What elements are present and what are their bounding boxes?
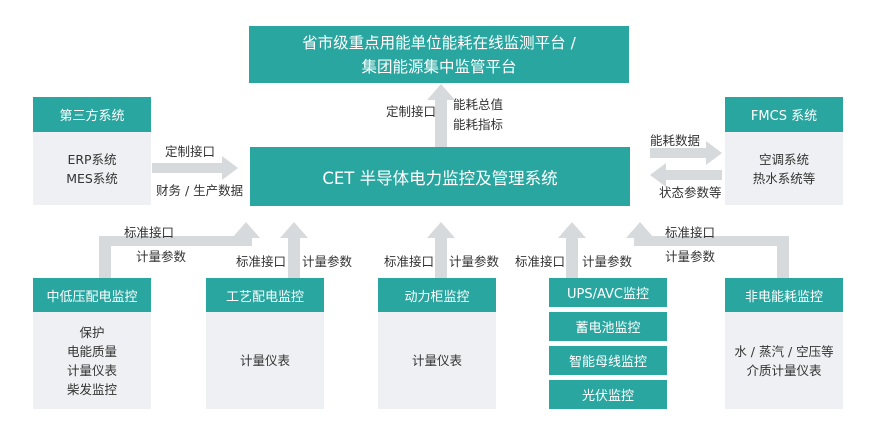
core-system-title: CET 半导体电力监控及管理系统 bbox=[322, 168, 558, 188]
photovoltaic-label: 光伏监控 bbox=[581, 389, 634, 404]
label-b3-metering-params: 计量参数 bbox=[449, 254, 500, 269]
battery-box: 蓄电池监控 bbox=[549, 312, 667, 341]
power-cabinet-item-meters: 计量仪表 bbox=[411, 353, 462, 368]
fmcs-title: FMCS 系统 bbox=[750, 109, 818, 124]
third-party-title: 第三方系统 bbox=[59, 109, 125, 124]
platform-box: 省市级重点用能单位能耗在线监测平台 / 集团能源集中监管平台 bbox=[249, 26, 629, 83]
busbar-label: 智能母线监控 bbox=[568, 355, 647, 370]
low-voltage-item-protection: 保护 bbox=[79, 324, 105, 340]
third-party-item-erp: ERP系统 bbox=[67, 151, 117, 167]
label-custom-interface-left: 定制接口 bbox=[165, 144, 216, 159]
label-b2-standard-interface: 标准接口 bbox=[236, 254, 287, 269]
arrow-fmcs-to-core bbox=[650, 163, 722, 187]
label-energy-total: 能耗总值 bbox=[453, 97, 504, 112]
arrow-nonelectric-to-core bbox=[626, 222, 789, 282]
low-voltage-header: 中低压配电监控 bbox=[33, 278, 151, 312]
busbar-box: 智能母线监控 bbox=[549, 346, 667, 375]
non-electric-header: 非电能耗监控 bbox=[725, 278, 843, 312]
ups-avc-box: UPS/AVC监控 bbox=[549, 278, 667, 307]
core-system-box: CET 半导体电力监控及管理系统 bbox=[250, 147, 630, 206]
non-electric-panel: 水 / 蒸汽 / 空压等 介质计量仪表 bbox=[725, 312, 843, 409]
low-voltage-item-power-quality: 电能质量 bbox=[66, 343, 117, 359]
non-electric-item-meters: 介质计量仪表 bbox=[746, 362, 822, 378]
label-b5-metering-params: 计量参数 bbox=[665, 249, 716, 264]
non-electric-title: 非电能耗监控 bbox=[744, 289, 823, 305]
platform-line1: 省市级重点用能单位能耗在线监测平台 / bbox=[302, 33, 576, 52]
label-status-params: 状态参数等 bbox=[659, 185, 722, 200]
label-b2-metering-params: 计量参数 bbox=[302, 254, 353, 269]
process-title: 工艺配电监控 bbox=[225, 289, 304, 305]
low-voltage-title: 中低压配电监控 bbox=[46, 289, 138, 305]
label-b4-standard-interface: 标准接口 bbox=[515, 254, 566, 269]
arrow-process-to-core bbox=[280, 222, 308, 282]
process-panel: 计量仪表 bbox=[206, 312, 324, 409]
fmcs-item-hot-water: 热水系统等 bbox=[752, 170, 816, 186]
label-b1-standard-interface: 标准接口 bbox=[124, 225, 175, 240]
arrow-core-to-platform bbox=[427, 84, 455, 147]
third-party-item-mes: MES系统 bbox=[66, 170, 118, 186]
label-b3-standard-interface: 标准接口 bbox=[384, 254, 435, 269]
process-item-meters: 计量仪表 bbox=[239, 353, 290, 368]
process-header: 工艺配电监控 bbox=[206, 278, 324, 312]
label-b5-standard-interface: 标准接口 bbox=[665, 225, 716, 240]
third-party-panel: ERP系统 MES系统 bbox=[33, 132, 151, 205]
arrow-lowvoltage-to-core bbox=[99, 222, 260, 282]
arrow-ups-to-core bbox=[558, 222, 586, 282]
platform-line2: 集团能源集中监管平台 bbox=[361, 57, 517, 76]
fmcs-item-hvac: 空调系统 bbox=[758, 151, 809, 167]
ups-avc-label: UPS/AVC监控 bbox=[566, 287, 650, 302]
low-voltage-item-generator: 柴发监控 bbox=[66, 381, 117, 397]
label-b1-metering-params: 计量参数 bbox=[136, 249, 187, 264]
arrow-core-to-fmcs bbox=[650, 141, 722, 165]
arrow-powercabinet-to-core bbox=[427, 222, 455, 282]
label-custom-interface-top: 定制接口 bbox=[386, 104, 437, 119]
non-electric-item-media: 水 / 蒸汽 / 空压等 bbox=[734, 343, 834, 359]
low-voltage-item-meters: 计量仪表 bbox=[66, 362, 117, 378]
battery-label: 蓄电池监控 bbox=[575, 321, 641, 336]
photovoltaic-box: 光伏监控 bbox=[549, 380, 667, 409]
label-energy-index: 能耗指标 bbox=[453, 117, 504, 132]
power-cabinet-header: 动力柜监控 bbox=[378, 278, 496, 312]
third-party-header: 第三方系统 bbox=[33, 97, 151, 132]
low-voltage-panel: 保护 电能质量 计量仪表 柴发监控 bbox=[33, 312, 151, 409]
arrow-thirdparty-to-core bbox=[152, 156, 238, 180]
power-cabinet-title: 动力柜监控 bbox=[404, 289, 470, 305]
fmcs-header: FMCS 系统 bbox=[725, 97, 843, 132]
label-b4-metering-params: 计量参数 bbox=[582, 254, 633, 269]
label-finance-production-data: 财务 / 生产数据 bbox=[156, 183, 244, 198]
label-energy-data: 能耗数据 bbox=[650, 133, 701, 148]
fmcs-panel: 空调系统 热水系统等 bbox=[725, 132, 843, 205]
power-cabinet-panel: 计量仪表 bbox=[378, 312, 496, 409]
